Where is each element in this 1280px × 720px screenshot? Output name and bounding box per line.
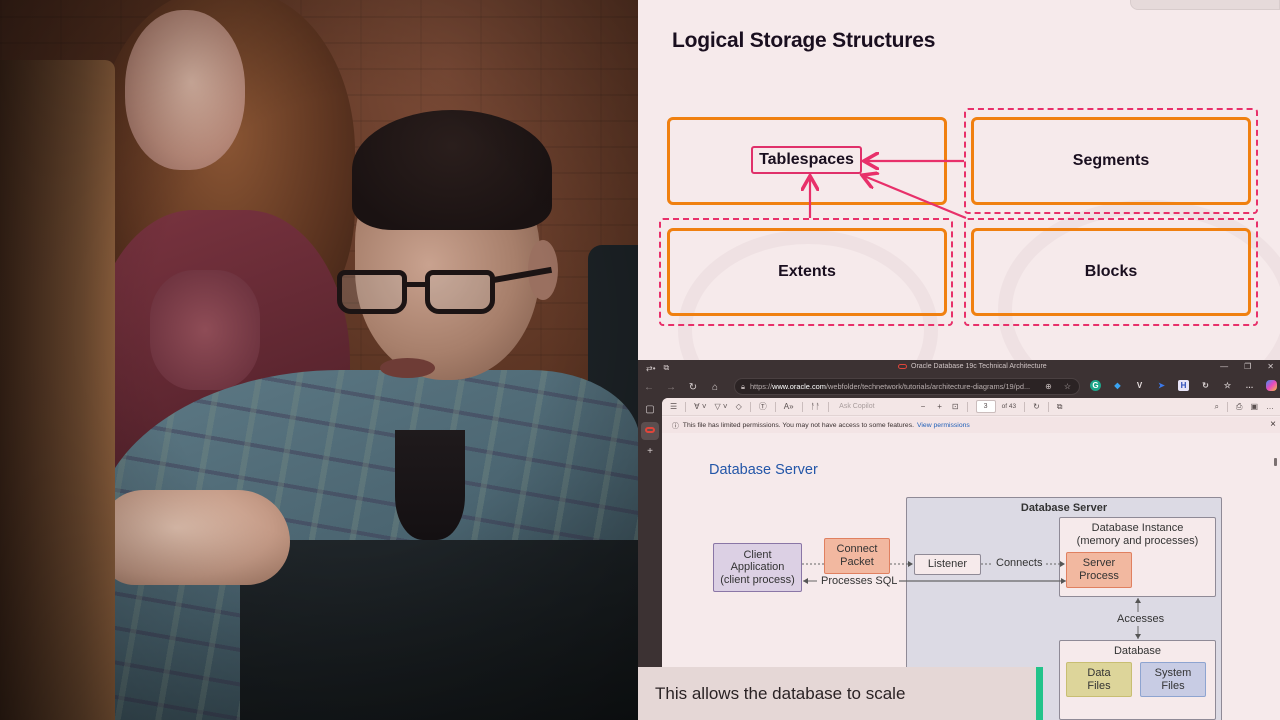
minimize-icon[interactable]: — xyxy=(1220,362,1229,371)
arrow-extension-icon[interactable]: ➤ xyxy=(1158,381,1165,390)
system-files-box: System Files xyxy=(1140,662,1206,697)
info-icon: ⓘ xyxy=(672,423,679,430)
copilot-icon[interactable] xyxy=(1266,380,1277,391)
favorites-icon[interactable]: ☆ xyxy=(1223,381,1232,390)
grammarly-icon[interactable]: G xyxy=(1090,380,1101,391)
tablespaces-label: Tablespaces xyxy=(759,151,854,168)
tab-actions-icon[interactable]: ▢ xyxy=(645,404,655,415)
subtitle-caption: This allows the database to scale xyxy=(638,667,1036,720)
slide-title: Logical Storage Structures xyxy=(672,29,936,52)
highlight-icon[interactable]: ∀ ˅ xyxy=(694,402,707,411)
home-icon[interactable]: ⌂ xyxy=(711,381,719,393)
slide: Logical Storage Structures Segments Exte… xyxy=(638,0,1280,360)
connect-packet-box: Connect Packet xyxy=(824,538,890,574)
segments-box: Segments xyxy=(971,117,1251,205)
document-heading: Database Server xyxy=(709,462,818,478)
erase-icon[interactable]: ◇ xyxy=(735,402,742,411)
navigation-bar: ← → ↻ ⌂ 🔒︎ https://www.oracle.com/webfol… xyxy=(638,376,1280,398)
blouse-bow xyxy=(150,270,260,390)
h-extension-icon[interactable]: H xyxy=(1178,380,1189,391)
processes-sql-label: Processes SQL xyxy=(819,575,900,587)
diagram-connectors xyxy=(802,561,1141,639)
woman-face xyxy=(125,10,245,170)
lock-icon: 🔒︎ xyxy=(741,381,745,391)
save-icon[interactable]: ▣ xyxy=(1250,402,1258,411)
man-sleeve xyxy=(240,540,638,720)
man-undershirt xyxy=(395,430,465,540)
vertical-scrollbar[interactable] xyxy=(1272,434,1280,720)
glasses xyxy=(337,266,553,326)
title-bar: ⇄• ⧉ Oracle Database 19c Technical Archi… xyxy=(638,360,1280,376)
blocks-box: Blocks xyxy=(971,228,1251,316)
page-number-input[interactable]: 3 xyxy=(975,400,996,413)
server-process-box: Server Process xyxy=(1066,552,1132,588)
man-hair xyxy=(352,110,552,230)
window-title: Oracle Database 19c Technical Architectu… xyxy=(898,363,1047,370)
close-infobar-button[interactable]: × xyxy=(1270,419,1276,430)
address-bar[interactable]: 🔒︎ https://www.oracle.com/webfolder/tech… xyxy=(734,378,1080,395)
ask-copilot-input[interactable]: Ask Copilot xyxy=(839,403,875,410)
profile-icon[interactable]: ⇄• xyxy=(646,363,656,373)
favorite-star-icon[interactable]: ☆ xyxy=(1063,382,1071,391)
more-options-icon[interactable]: … xyxy=(1266,402,1274,411)
listener-box: Listener xyxy=(914,554,981,575)
slide-overlay-tab xyxy=(1130,0,1280,10)
segments-label: Segments xyxy=(1072,152,1150,169)
new-tab-icon[interactable]: + xyxy=(647,446,653,457)
draw-icon[interactable]: ▽ ˅ xyxy=(714,402,728,411)
pdf-toolbar: ☰ ∀ ˅ ▽ ˅ ◇ Ⓣ A» ᚨᚨ Ask Copilot − + ⊡ 3 … xyxy=(662,398,1280,416)
close-window-icon[interactable]: ✕ xyxy=(1267,362,1274,371)
caption-accent-bar xyxy=(1036,667,1043,720)
monitor-edge xyxy=(0,60,115,720)
segments-dashed-group xyxy=(964,108,1258,214)
translate-icon[interactable]: ᚨᚨ xyxy=(810,402,821,411)
scrollbar-thumb[interactable] xyxy=(1274,458,1277,466)
read-aloud-icon[interactable]: A» xyxy=(783,402,794,411)
page-total: of 43 xyxy=(1001,403,1017,410)
print-icon[interactable]: ⎙ xyxy=(1236,401,1243,411)
restore-icon[interactable]: ❐ xyxy=(1244,362,1252,371)
vertical-tabs: ▢ + xyxy=(638,398,662,708)
refresh-icon[interactable]: ↻ xyxy=(688,381,698,393)
extents-dashed-group xyxy=(659,218,953,326)
fit-page-icon[interactable]: ⊡ xyxy=(951,402,959,411)
zoom-page-icon[interactable]: ⊕ xyxy=(1045,382,1052,391)
connects-label: Connects xyxy=(996,557,1043,569)
oracle-favicon xyxy=(898,364,907,369)
forward-icon[interactable]: → xyxy=(666,381,676,393)
blocks-dashed-group xyxy=(964,218,1258,326)
accesses-label: Accesses xyxy=(1117,613,1165,625)
blocks-label: Blocks xyxy=(1084,263,1138,280)
page-view-icon[interactable]: ⧉ xyxy=(1056,401,1063,411)
workspaces-icon[interactable]: ⧉ xyxy=(663,363,670,372)
text-icon[interactable]: Ⓣ xyxy=(758,402,767,411)
permissions-infobar: ⓘ This file has limited permissions. You… xyxy=(662,417,1280,433)
client-application-box: Client Application (client process) xyxy=(713,543,802,592)
gem-icon[interactable]: ◆ xyxy=(1114,381,1121,390)
refresh-extension-icon[interactable]: ↻ xyxy=(1202,381,1209,390)
browser-window: ⇄• ⧉ Oracle Database 19c Technical Archi… xyxy=(638,360,1280,720)
view-permissions-link[interactable]: View permissions xyxy=(917,421,970,429)
rotate-icon[interactable]: ↻ xyxy=(1033,402,1040,411)
extents-label: Extents xyxy=(778,263,836,280)
more-icon[interactable]: … xyxy=(1245,381,1254,390)
tab-oracle[interactable] xyxy=(641,422,659,440)
search-icon[interactable]: ⌕ xyxy=(1214,401,1220,411)
v-extension-icon[interactable]: V xyxy=(1136,381,1143,390)
man-mouth xyxy=(380,358,435,378)
caption-text: This allows the database to scale xyxy=(655,683,906,703)
data-files-box: Data Files xyxy=(1066,662,1132,697)
extents-box: Extents xyxy=(667,228,947,316)
url-text: https://www.oracle.com/webfolder/technet… xyxy=(749,382,1031,391)
contents-icon[interactable]: ☰ xyxy=(670,402,678,411)
tablespaces-box: Tablespaces xyxy=(751,146,862,174)
window-controls: — ❐ ✕ xyxy=(1220,362,1274,371)
zoom-out-button[interactable]: − xyxy=(920,402,926,411)
presenter-photo xyxy=(0,0,638,720)
back-icon[interactable]: ← xyxy=(644,381,654,393)
pointing-hand xyxy=(100,490,290,585)
zoom-in-button[interactable]: + xyxy=(937,402,942,411)
extensions-bar: G ◆ V ➤ H ↻ ☆ … xyxy=(1090,380,1277,391)
infobar-message: This file has limited permissions. You m… xyxy=(682,421,915,429)
